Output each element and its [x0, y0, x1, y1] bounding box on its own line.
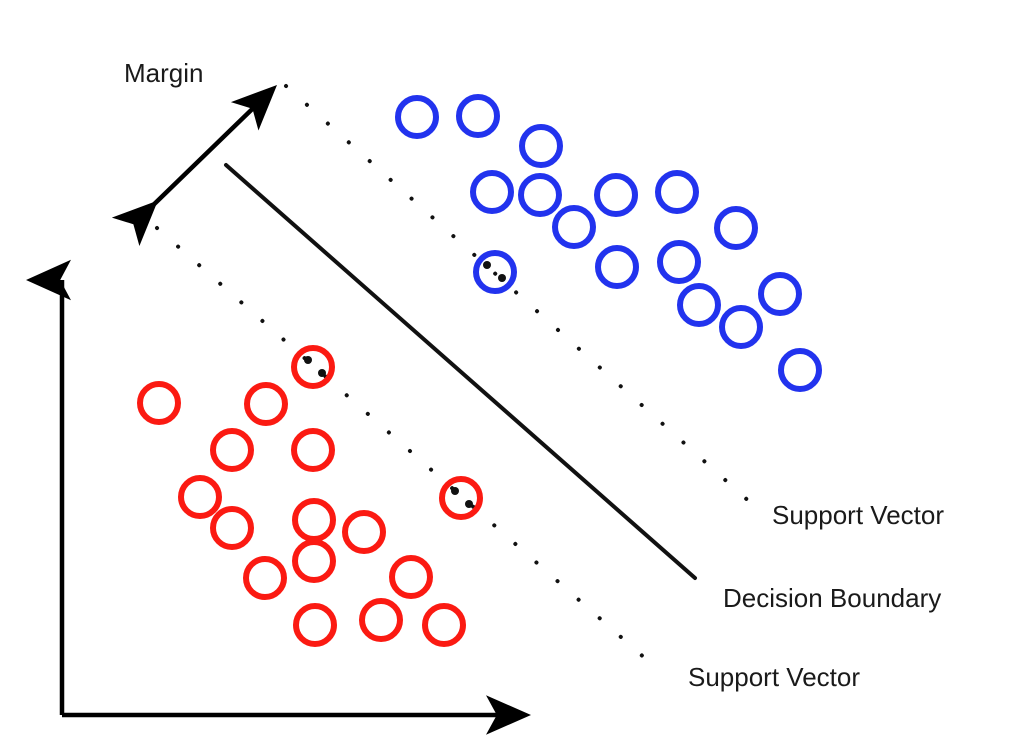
- data-point-blue: [719, 305, 763, 349]
- data-point-red: [293, 603, 337, 647]
- overlay-margin-dots: [304, 261, 506, 508]
- data-point-blue: [778, 348, 822, 392]
- margin-dot: [498, 274, 506, 282]
- data-point-red: [210, 428, 254, 472]
- data-point-red: [342, 510, 386, 554]
- margin-dot: [318, 369, 326, 377]
- data-point-blue: [677, 283, 721, 327]
- margin-label: Margin: [124, 58, 203, 88]
- data-point-red: [244, 382, 288, 426]
- data-point-red: [292, 539, 336, 583]
- data-point-blue: [395, 95, 439, 139]
- decision-boundary-label: Decision Boundary: [723, 583, 941, 613]
- data-point-blue: [758, 272, 802, 316]
- data-point-blue: [595, 245, 639, 289]
- support-vector-upper-label: Support Vector: [772, 500, 944, 530]
- data-point-red-support-vector: [439, 476, 483, 520]
- data-point-red: [243, 556, 287, 600]
- decision-boundary-line: [224, 163, 697, 580]
- data-point-blue-support-vector: [473, 250, 517, 294]
- data-point-red: [178, 475, 222, 519]
- data-point-blue: [518, 173, 562, 217]
- margin-dot: [465, 500, 473, 508]
- margin-double-arrow: [111, 85, 278, 247]
- data-point-red-support-vector: [291, 345, 335, 389]
- data-point-red: [210, 506, 254, 550]
- axes: [26, 259, 531, 735]
- data-point-blue: [470, 170, 514, 214]
- data-point-red: [292, 498, 336, 542]
- class-a-points: [395, 94, 822, 392]
- class-b-points: [137, 345, 483, 647]
- data-point-blue: [552, 205, 596, 249]
- support-vector-lower-label: Support Vector: [688, 662, 860, 692]
- data-point-blue: [456, 94, 500, 138]
- data-point-blue: [657, 240, 701, 284]
- margin-dot: [451, 487, 459, 495]
- data-point-red: [291, 428, 335, 472]
- data-point-blue: [714, 206, 758, 250]
- data-point-red: [137, 381, 181, 425]
- data-point-red: [422, 603, 466, 647]
- margin-dot: [304, 356, 312, 364]
- data-point-blue: [655, 170, 699, 214]
- data-point-red: [389, 555, 433, 599]
- data-point-blue: [519, 124, 563, 168]
- margin-dot: [483, 261, 491, 269]
- data-point-red: [359, 598, 403, 642]
- data-point-blue: [594, 173, 638, 217]
